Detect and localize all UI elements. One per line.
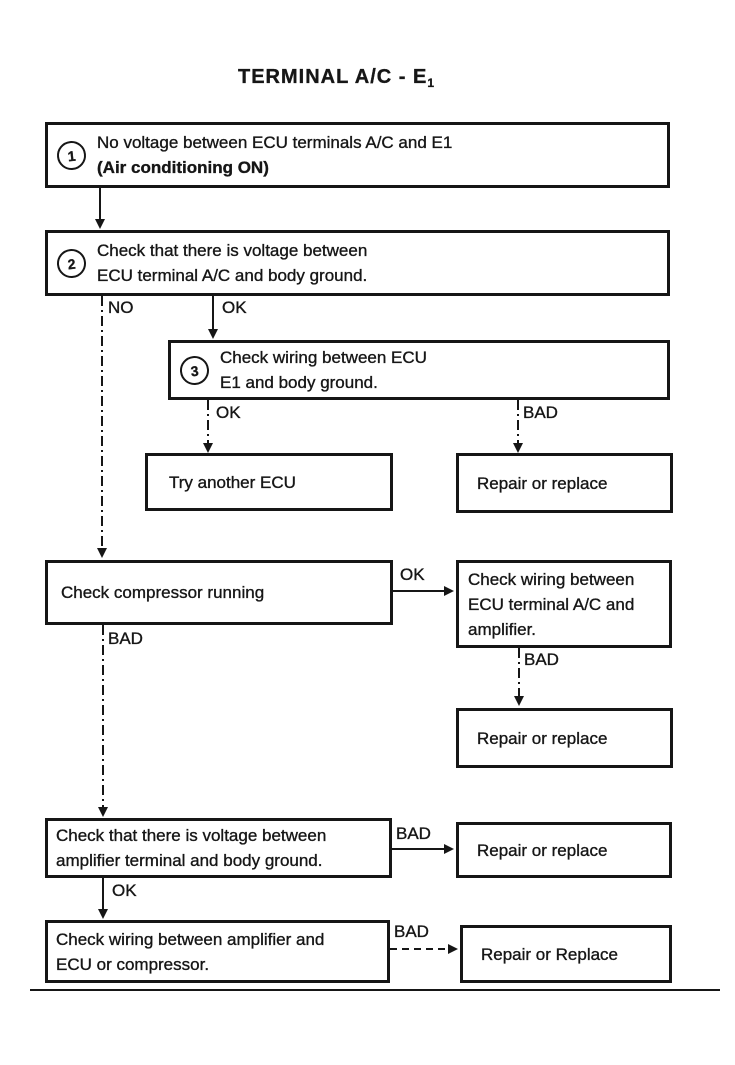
node-text-line: E1 and body ground.: [220, 373, 378, 392]
bottom-divider: [30, 989, 720, 991]
step3-number: 3: [189, 361, 200, 379]
connector-line: [102, 878, 104, 910]
node-check-voltage-ac-ground: 2 Check that there is voltage between EC…: [45, 230, 670, 296]
step1-number-badge: 1: [55, 139, 88, 171]
step1-number: 1: [66, 146, 77, 164]
arrow-down-icon: [203, 443, 213, 453]
node-check-wiring-amplifier-ecu: Check wiring between amplifier and ECU o…: [45, 920, 390, 983]
node-check-compressor: Check compressor running: [45, 560, 393, 625]
node-try-another-ecu: Try another ECU: [145, 453, 393, 511]
node-text-line: Check wiring between ECU: [220, 348, 427, 367]
arrow-down-icon: [98, 807, 108, 817]
arrow-down-icon: [98, 909, 108, 919]
arrow-right-icon: [444, 586, 454, 596]
edge-label-bad: BAD: [396, 824, 431, 843]
node-text-line: (Air conditioning ON): [97, 158, 269, 177]
node-check-wiring-ac-amplifier: Check wiring between ECU terminal A/C an…: [456, 560, 672, 648]
step2-number-badge: 2: [55, 247, 88, 279]
node-repair-or-replace-1: Repair or replace: [456, 453, 673, 513]
edge-label-bad: BAD: [524, 650, 559, 669]
arrow-down-icon: [95, 219, 105, 229]
arrow-down-icon: [513, 443, 523, 453]
node-check-wiring-e1-ground: 3 Check wiring between ECU E1 and body g…: [168, 340, 670, 400]
step2-number: 2: [66, 254, 77, 272]
node-text: Try another ECU: [169, 472, 296, 492]
node-text-line: ECU or compressor.: [56, 954, 210, 974]
edge-label-ok: OK: [216, 403, 241, 422]
node-text-line: ECU terminal A/C and: [468, 594, 635, 614]
arrow-right-icon: [444, 844, 454, 854]
node-repair-or-replace-4: Repair or Replace: [460, 925, 672, 983]
arrow-down-icon: [97, 548, 107, 558]
node-text-line: amplifier.: [468, 619, 537, 639]
edge-label-bad: BAD: [108, 629, 143, 648]
node-text-line: Check wiring between: [468, 569, 635, 589]
edge-label-bad: BAD: [523, 403, 558, 422]
node-text: Repair or replace: [477, 728, 608, 748]
step3-number-badge: 3: [178, 354, 211, 386]
node-text: Repair or Replace: [481, 944, 619, 964]
edge-label-no: NO: [108, 298, 134, 317]
arrow-right-icon: [448, 944, 458, 954]
node-text-line: Check that there is voltage between: [56, 826, 327, 845]
edge-label-ok: OK: [222, 298, 247, 317]
node-text-line: ECU terminal A/C and body ground.: [97, 266, 368, 285]
connector-line: [102, 625, 104, 808]
title-subscript: 1: [427, 76, 436, 90]
connector-line: [99, 188, 101, 221]
node-no-voltage: 1 No voltage between ECU terminals A/C a…: [45, 122, 670, 188]
connector-line: [392, 848, 445, 850]
node-repair-or-replace-3: Repair or replace: [456, 822, 672, 878]
arrow-down-icon: [208, 329, 218, 339]
title-text: TERMINAL A/C - E: [238, 66, 428, 88]
node-text: Check compressor running: [61, 583, 265, 602]
node-text-line: Check wiring between amplifier and: [56, 929, 325, 949]
connector-line: [101, 296, 103, 548]
node-text: Repair or replace: [477, 473, 608, 493]
edge-label-ok: OK: [112, 881, 137, 900]
connector-line: [517, 400, 519, 444]
node-text-line: Check that there is voltage between: [97, 241, 368, 260]
node-repair-or-replace-2: Repair or replace: [456, 708, 673, 768]
node-check-voltage-amplifier-ground: Check that there is voltage between ampl…: [45, 818, 392, 878]
connector-line: [212, 296, 214, 329]
edge-label-bad: BAD: [394, 922, 429, 941]
page-title: TERMINAL A/C - E1: [238, 66, 435, 90]
node-text: Repair or replace: [477, 840, 608, 860]
node-text-line: No voltage between ECU terminals A/C and…: [97, 133, 453, 152]
connector-line: [390, 948, 448, 950]
edge-label-ok: OK: [400, 565, 425, 584]
connector-line: [393, 590, 446, 592]
connector-line: [518, 648, 520, 696]
node-text-line: amplifier terminal and body ground.: [56, 851, 323, 870]
connector-line: [207, 400, 209, 444]
arrow-down-icon: [514, 696, 524, 706]
